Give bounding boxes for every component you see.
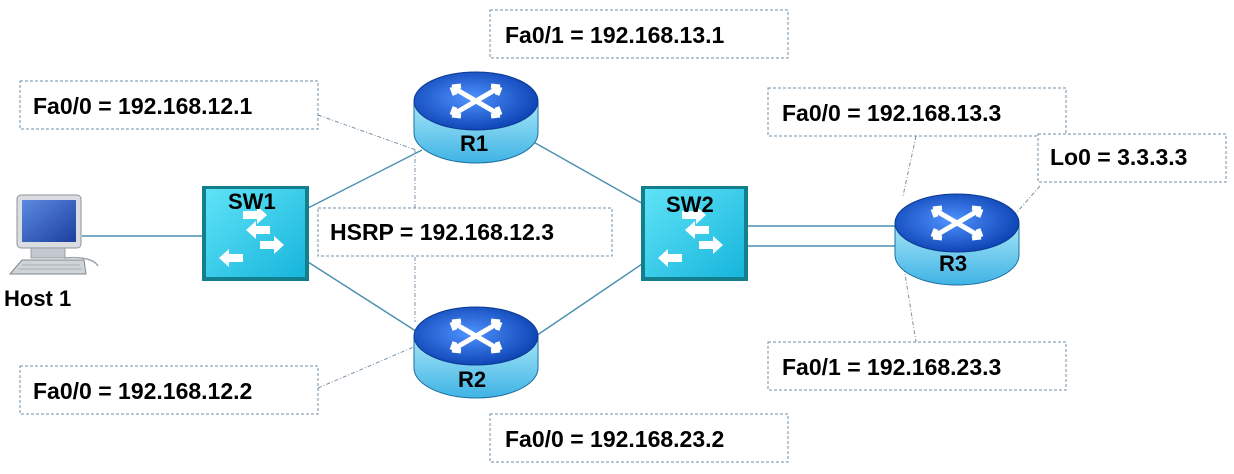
host1-label: Host 1 <box>4 286 71 311</box>
label-r1-fa01: Fa0/1 = 192.168.13.1 <box>489 9 789 59</box>
switch-icon <box>202 186 309 281</box>
svg-text:Fa0/0 = 192.168.23.2: Fa0/0 = 192.168.23.2 <box>505 426 724 452</box>
label-r3-lo0: Lo0 = 3.3.3.3 <box>1037 133 1227 183</box>
r1-router[interactable]: R1 <box>413 71 539 164</box>
router-icon <box>413 306 539 399</box>
switch-icon <box>641 186 748 281</box>
sw2-label: SW2 <box>666 192 714 217</box>
r2-label: R2 <box>458 367 486 392</box>
svg-text:HSRP = 192.168.12.3: HSRP = 192.168.12.3 <box>330 219 554 245</box>
router-icon <box>894 193 1020 286</box>
svg-text:Fa0/0 = 192.168.12.1: Fa0/0 = 192.168.12.1 <box>33 93 253 119</box>
label-hsrp: HSRP = 192.168.12.3 <box>317 207 613 257</box>
router-icon <box>413 71 539 164</box>
links <box>82 139 898 341</box>
link-sw1-r1 <box>307 149 423 209</box>
link-r2-sw2 <box>529 261 646 341</box>
desktop-computer-icon <box>8 194 99 275</box>
r1-label: R1 <box>460 131 488 156</box>
r2-router[interactable]: R2 <box>413 306 539 399</box>
label-r2-fa00-wan: Fa0/0 = 192.168.23.2 <box>489 413 789 463</box>
label-r1-fa00: Fa0/0 = 192.168.12.1 <box>19 80 319 130</box>
link-r1-sw2 <box>529 139 646 206</box>
link-sw1-r2 <box>307 261 423 336</box>
sw1-switch[interactable]: SW1 <box>202 186 309 281</box>
label-r3-fa00: Fa0/0 = 192.168.13.3 <box>767 87 1067 137</box>
sw2-switch[interactable]: SW2 <box>641 186 748 281</box>
svg-text:Fa0/1 = 192.168.13.1: Fa0/1 = 192.168.13.1 <box>505 22 725 48</box>
svg-text:Fa0/1 = 192.168.23.3: Fa0/1 = 192.168.23.3 <box>782 354 1001 380</box>
r3-label: R3 <box>939 251 967 276</box>
label-r3-fa01: Fa0/1 = 192.168.23.3 <box>767 341 1067 391</box>
host1-computer[interactable]: Host 1 <box>4 194 99 311</box>
svg-text:Lo0 = 3.3.3.3: Lo0 = 3.3.3.3 <box>1050 144 1187 170</box>
svg-text:Fa0/0 = 192.168.12.2: Fa0/0 = 192.168.12.2 <box>33 378 252 404</box>
svg-text:Fa0/0 = 192.168.13.3: Fa0/0 = 192.168.13.3 <box>782 100 1001 126</box>
label-r2-fa00-lan: Fa0/0 = 192.168.12.2 <box>19 365 319 415</box>
sw1-label: SW1 <box>228 189 276 214</box>
r3-router[interactable]: R3 <box>894 193 1020 286</box>
